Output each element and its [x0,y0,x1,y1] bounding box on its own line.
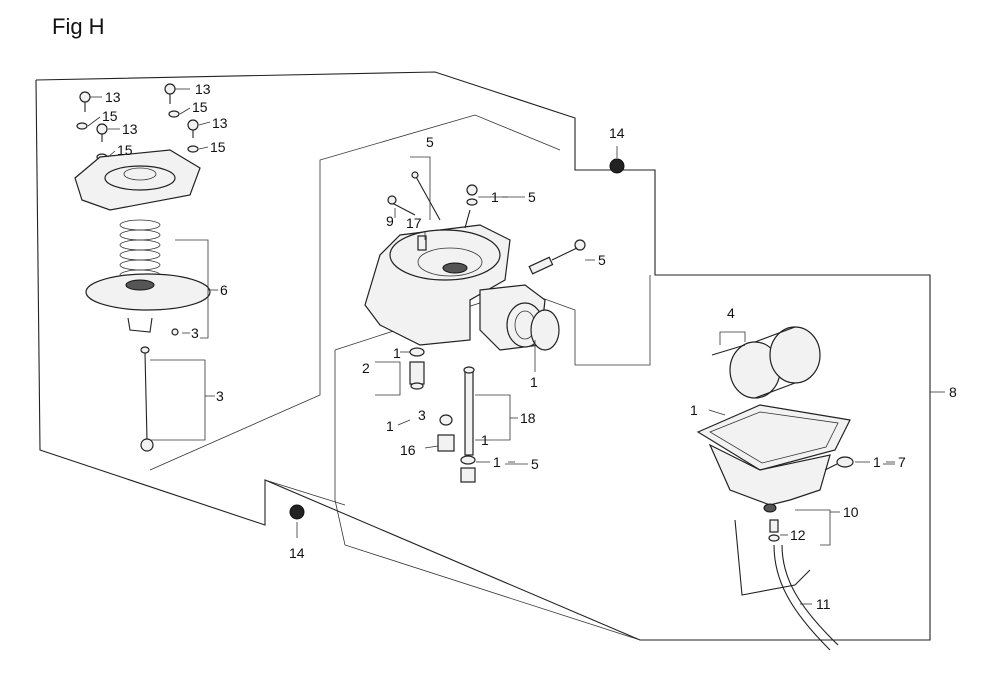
callout-1: 1 [530,374,538,390]
callout-15: 15 [117,142,133,158]
outline-lower-group [334,350,641,641]
callout-5: 5 [528,189,536,205]
float-bowl-gasket [696,404,851,471]
callout-1: 1 [386,418,394,434]
drain-tube-11 [773,544,839,651]
screw-5-side [528,239,586,275]
leader-1-g [708,409,726,416]
leader-13d [198,121,211,126]
screw-5-right [464,184,478,229]
diaphragm-cover [74,149,201,211]
leader-1-d [397,419,411,426]
callout-5: 5 [598,252,606,268]
figure-title: Fig H [52,14,105,39]
callout-1: 1 [491,189,499,205]
float [729,326,821,399]
callout-5: 5 [426,134,434,150]
callout-1: 1 [690,402,698,418]
carburetor-body [364,224,560,351]
jet-17 [417,235,427,251]
callout-1: 1 [393,345,401,361]
callout-9: 9 [386,213,394,229]
callout-1: 1 [493,454,501,470]
clip-3 [171,328,179,336]
bracket-2 [375,361,401,396]
leader-15b [107,150,116,158]
callout-7: 7 [898,454,906,470]
callout-2: 2 [362,360,370,376]
float-bowl [708,443,831,513]
callout-12: 12 [790,527,806,543]
leader-15c [179,107,191,115]
spring [119,219,161,281]
callout-1: 1 [873,454,881,470]
grommet-14-top [609,146,625,174]
callout-18: 18 [520,410,536,426]
screw-13-group-right [164,83,199,153]
needle-jet-18 [463,366,475,456]
drain-fitting-12 [768,519,780,542]
callout-16: 16 [400,442,416,458]
drain-screw-7 [824,456,854,471]
leader-15a [87,116,101,127]
bracket-4 [719,331,746,345]
screw-9 [387,195,416,216]
outline-left-lower [264,479,346,506]
bracket-6 [175,239,209,339]
callout-4: 4 [727,305,735,321]
callout-1: 1 [481,432,489,448]
outline-body-group [149,114,561,471]
callout-15: 15 [102,108,118,124]
bracket-3 [150,359,206,441]
callout-8: 8 [949,384,957,400]
float-pin-4 [711,344,746,356]
leader-15d [198,146,209,150]
callout-15: 15 [192,99,208,115]
bracket-18 [475,394,511,441]
bracket-10 [795,509,831,546]
callout-3: 3 [216,388,224,404]
callout-14: 14 [609,125,625,141]
callout-5: 5 [531,456,539,472]
callout-14: 14 [289,545,305,561]
leader-16 [424,445,439,449]
callout-13: 13 [122,121,138,137]
callout-15: 15 [210,139,226,155]
callout-11: 11 [816,596,831,612]
grommet-14-bottom [289,504,305,538]
screw-5-top [411,171,441,221]
callout-6: 6 [220,282,228,298]
callout-13: 13 [105,89,121,105]
drain-screw-5 [460,455,476,483]
callout-13: 13 [212,115,228,131]
outline-diaphragm-group [35,71,931,641]
diaphragm [85,273,211,333]
callout-3: 3 [418,407,426,423]
jet-needle [140,346,154,452]
callout-10: 10 [843,504,859,520]
screw-13-group-left [76,91,108,161]
callout-13: 13 [195,81,211,97]
callout-17: 17 [406,215,422,231]
bracket-5-top [410,156,431,220]
plug-16 [437,414,455,452]
clip-10 [734,519,811,596]
callout-3: 3 [191,325,199,341]
main-jet-assembly [409,347,425,390]
